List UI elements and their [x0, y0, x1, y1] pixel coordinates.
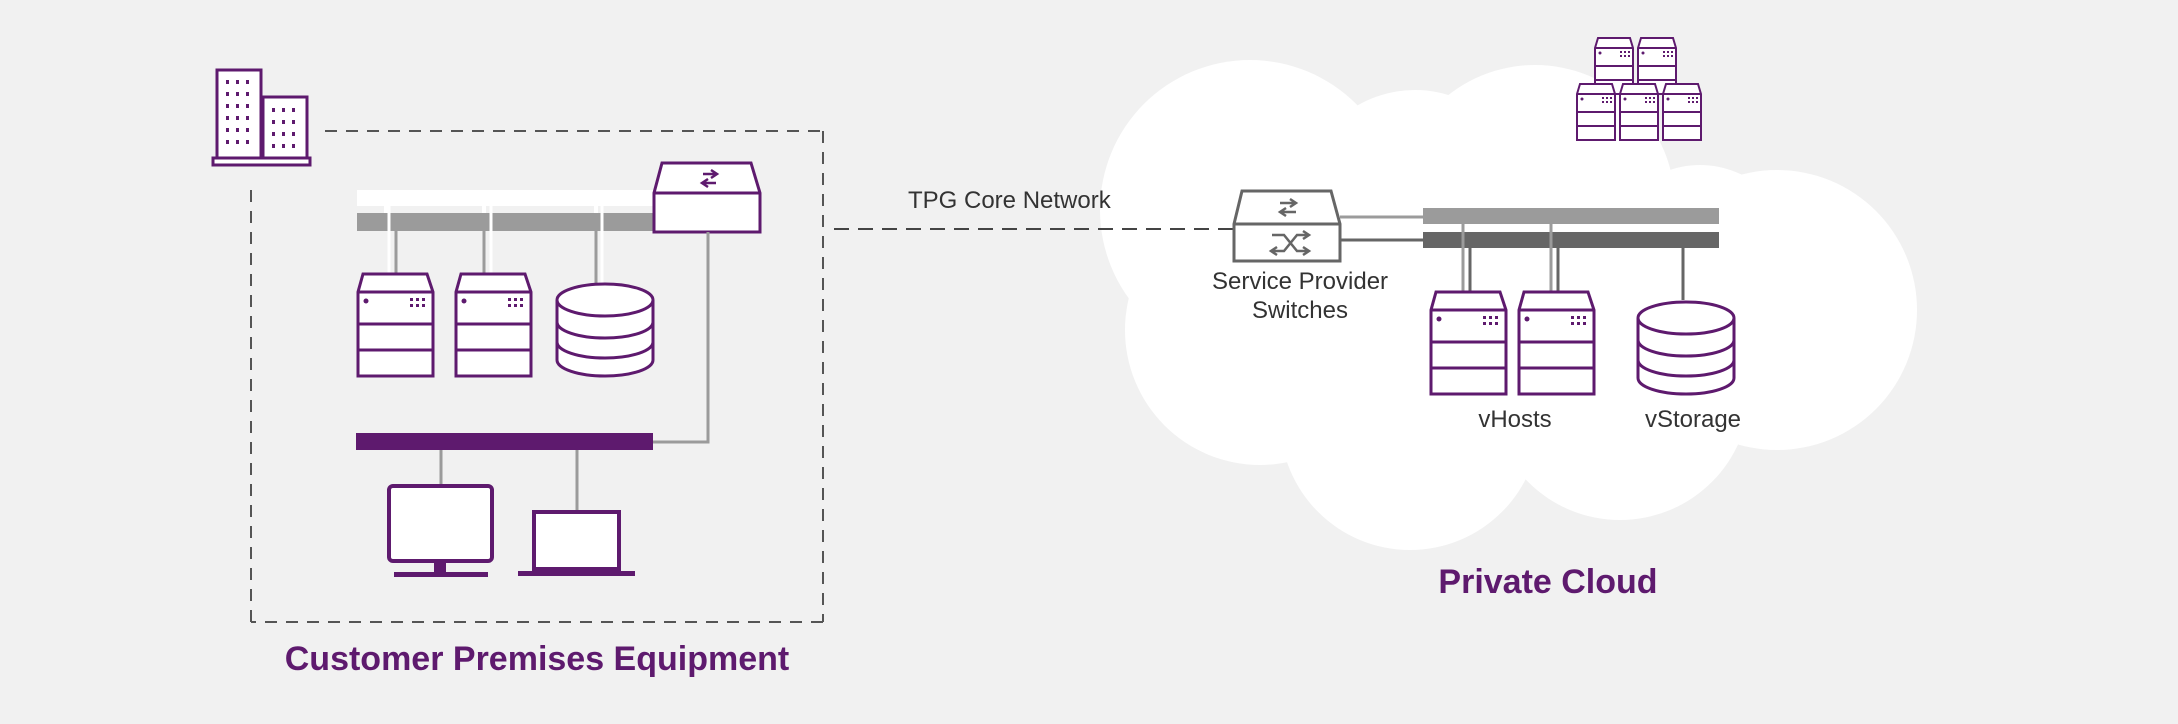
sp-switches-label-line1: Service Provider	[1212, 268, 1388, 295]
cloud-bar-connectors	[1461, 224, 1685, 300]
cloud-shape	[1100, 60, 1917, 550]
premises-lan-bar	[356, 433, 653, 450]
premises-server-icon	[454, 272, 533, 378]
premises-gray-bar	[357, 213, 657, 231]
vhost-server-icon	[1517, 290, 1596, 396]
premises-server-icon	[356, 272, 435, 378]
vhosts-label: vHosts	[1478, 406, 1551, 433]
server-cluster-icon	[1576, 37, 1702, 141]
cloud-dark-bar	[1423, 232, 1719, 248]
premises-bar-connectors	[384, 206, 604, 283]
private-cloud-title: Private Cloud	[1438, 563, 1657, 601]
premises-database-icon	[555, 282, 655, 378]
laptop-icon	[518, 510, 635, 576]
cloud-light-bar	[1423, 208, 1719, 224]
switch-lan-connector	[652, 232, 710, 444]
service-provider-switch-icon	[1232, 189, 1342, 263]
premises-boundary	[250, 130, 824, 623]
vstorage-label: vStorage	[1645, 406, 1741, 433]
vstorage-database-icon	[1636, 300, 1736, 396]
vhost-server-icon	[1429, 290, 1508, 396]
customer-premises-title: Customer Premises Equipment	[285, 640, 789, 678]
desktop-monitor-icon	[387, 484, 494, 577]
building-icon	[211, 68, 312, 167]
core-network-label: TPG Core Network	[908, 187, 1112, 214]
premises-switch-icon	[652, 161, 762, 234]
sp-switches-label-line2: Switches	[1252, 297, 1348, 324]
premises-white-bar	[357, 190, 657, 206]
